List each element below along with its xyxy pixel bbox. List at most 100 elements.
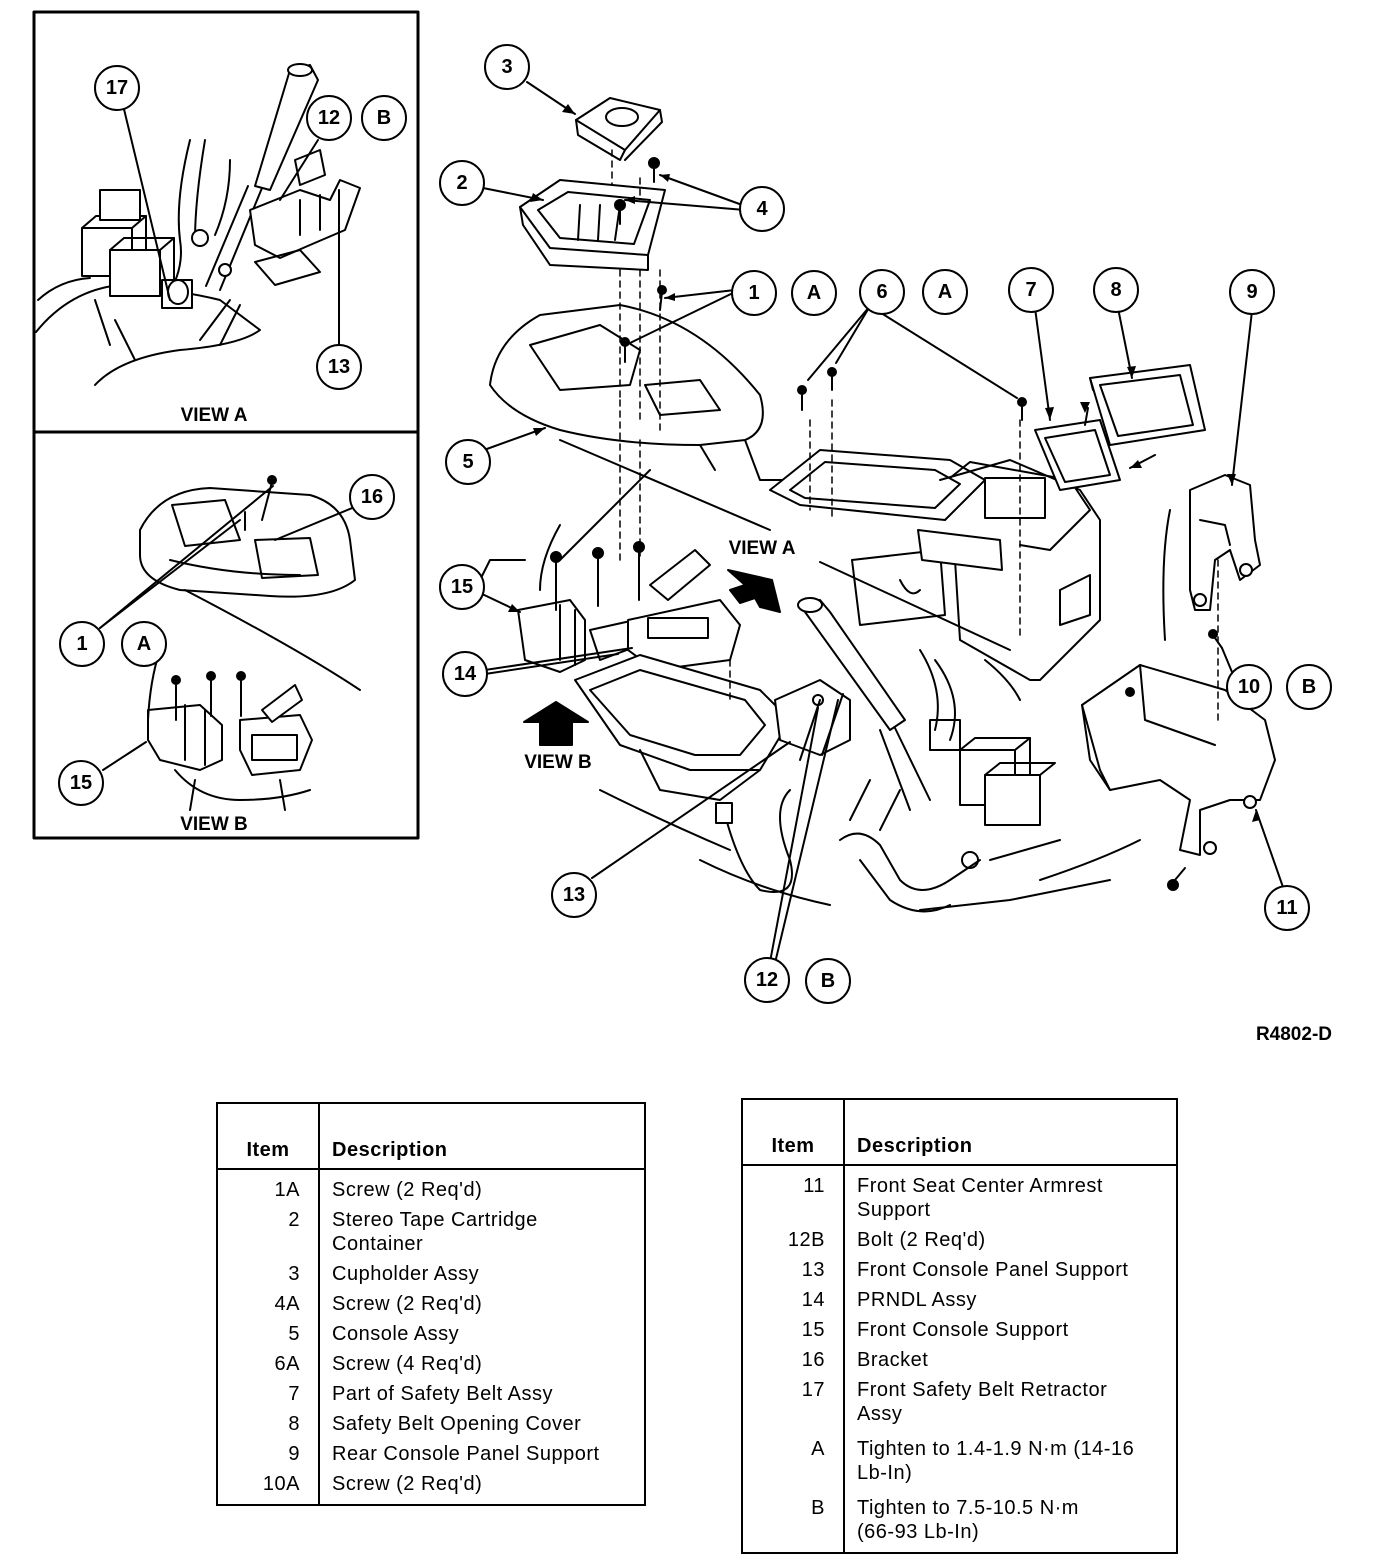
callout-b-10 — [1286, 664, 1332, 710]
callout-1-inset-b-label: 1 — [76, 633, 87, 655]
table-row: 8 Safety Belt Opening Cover — [217, 1409, 645, 1439]
callout-b-inset-a-label: B — [377, 107, 391, 129]
legend-item: 4A — [217, 1289, 320, 1319]
main-view-a-label: VIEW A — [729, 538, 796, 559]
callout-3 — [484, 44, 530, 90]
callout-12-inset-a-label: 12 — [318, 107, 340, 129]
legend-description: Front Console Support — [857, 1319, 1069, 1341]
legend-item: 1A — [217, 1169, 320, 1205]
legend-item: 17 — [742, 1375, 845, 1429]
callout-11-label: 11 — [1276, 897, 1297, 919]
callout-9-label: 9 — [1246, 281, 1257, 303]
view-b-caption: VIEW B — [180, 814, 248, 835]
callout-17-inset-a — [94, 65, 140, 111]
legend-item: 6A — [217, 1349, 320, 1379]
view-b-arrow — [523, 701, 589, 746]
legend-description: Bolt (2 Req'd) — [857, 1229, 986, 1251]
callout-a-6-label: A — [938, 281, 952, 303]
view-a-caption: VIEW A — [181, 405, 248, 426]
legend-item: 12B — [742, 1225, 845, 1255]
callout-7 — [1008, 267, 1054, 313]
callout-14-label: 14 — [454, 663, 477, 685]
view-b-frame — [32, 430, 420, 840]
legend-description: Console Assy — [332, 1323, 460, 1345]
view-a-arrow — [727, 569, 781, 613]
legend-description: Front Console Panel Support — [857, 1259, 1129, 1281]
legend-description: Tighten to 1.4-1.9 N·m (14-16 Lb-In) — [857, 1438, 1135, 1484]
legend-item: 5 — [217, 1319, 320, 1349]
callout-5 — [445, 439, 491, 485]
table-row: 5 Console Assy — [217, 1319, 645, 1349]
callout-8 — [1093, 267, 1139, 313]
callout-5-label: 5 — [462, 451, 473, 473]
legend-left-header-item: Item — [217, 1103, 320, 1170]
callout-12 — [744, 957, 790, 1003]
main-illustration — [469, 97, 1276, 913]
callout-15-inset-b-label: 15 — [70, 772, 92, 794]
table-row: A Tighten to 1.4-1.9 N·m (14-16 Lb-In) — [742, 1429, 1177, 1488]
legend-item: 2 — [217, 1205, 320, 1259]
legend-description: Screw (2 Req'd) — [332, 1293, 483, 1315]
legend-description: Tighten to 7.5-10.5 N·m (66-93 Lb-In) — [857, 1497, 1079, 1543]
legend-item: B — [742, 1488, 845, 1553]
callout-2 — [439, 160, 485, 206]
legend-item: A — [742, 1429, 845, 1488]
callout-a-inset-b — [121, 621, 167, 667]
callout-b-12-label: B — [821, 970, 835, 992]
callout-10 — [1226, 664, 1272, 710]
callout-16-inset-b-label: 16 — [361, 486, 383, 508]
callout-1-inset-b — [59, 621, 105, 667]
callout-9 — [1229, 269, 1275, 315]
legend-description: Screw (4 Req'd) — [332, 1353, 483, 1375]
main-view-b-label: VIEW B — [524, 752, 592, 773]
table-row: 13 Front Console Panel Support — [742, 1255, 1177, 1285]
callout-a-inset-b-label: A — [137, 633, 151, 655]
legend-item: 9 — [217, 1439, 320, 1469]
legend-item: 3 — [217, 1259, 320, 1289]
callout-4 — [739, 186, 785, 232]
callout-b-inset-a — [361, 95, 407, 141]
table-row: B Tighten to 7.5-10.5 N·m (66-93 Lb-In) — [742, 1488, 1177, 1553]
exploded-diagram: 17 12 B 13 16 1 A 15 3 2 4 1 A 6 A 7 8 9… — [32, 10, 1332, 1045]
legend-item: 13 — [742, 1255, 845, 1285]
legend-description: Front Seat Center Armrest Support — [857, 1175, 1103, 1221]
callout-10-label: 10 — [1238, 676, 1260, 698]
table-row: 12B Bolt (2 Req'd) — [742, 1225, 1177, 1255]
callout-17-inset-a-label: 17 — [106, 77, 128, 99]
leader-lines — [99, 81, 1285, 964]
callout-14 — [442, 651, 488, 697]
legend-description: Screw (2 Req'd) — [332, 1473, 483, 1495]
callout-a-6 — [922, 269, 968, 315]
callout-6-label: 6 — [876, 281, 887, 303]
callout-12-inset-a — [306, 95, 352, 141]
callout-13-inset-a — [316, 344, 362, 390]
table-row: 17 Front Safety Belt Retractor Assy — [742, 1375, 1177, 1429]
callout-1-label: 1 — [748, 282, 759, 304]
callout-a-1 — [791, 270, 837, 316]
callout-16-inset-b — [349, 474, 395, 520]
legend-description: Stereo Tape Cartridge Container — [332, 1209, 538, 1255]
callout-7-label: 7 — [1025, 279, 1036, 301]
table-row: 6A Screw (4 Req'd) — [217, 1349, 645, 1379]
legend-description: Rear Console Panel Support — [332, 1443, 600, 1465]
table-row: 7 Part of Safety Belt Assy — [217, 1379, 645, 1409]
callout-circles — [58, 44, 1332, 1004]
legend-description: Safety Belt Opening Cover — [332, 1413, 582, 1435]
table-row: 4A Screw (2 Req'd) — [217, 1289, 645, 1319]
legend-item: 15 — [742, 1315, 845, 1345]
callout-13 — [551, 872, 597, 918]
callout-13-label: 13 — [563, 884, 585, 906]
table-row: 15 Front Console Support — [742, 1315, 1177, 1345]
callout-2-label: 2 — [456, 172, 467, 194]
callout-b-12 — [805, 958, 851, 1004]
legend-description: Part of Safety Belt Assy — [332, 1383, 553, 1405]
legend-description: Cupholder Assy — [332, 1263, 480, 1285]
table-row: 3 Cupholder Assy — [217, 1259, 645, 1289]
legend-description: Front Safety Belt Retractor Assy — [857, 1379, 1108, 1425]
legend-item: 7 — [217, 1379, 320, 1409]
legend-description: Screw (2 Req'd) — [332, 1179, 483, 1201]
legend-item: 8 — [217, 1409, 320, 1439]
